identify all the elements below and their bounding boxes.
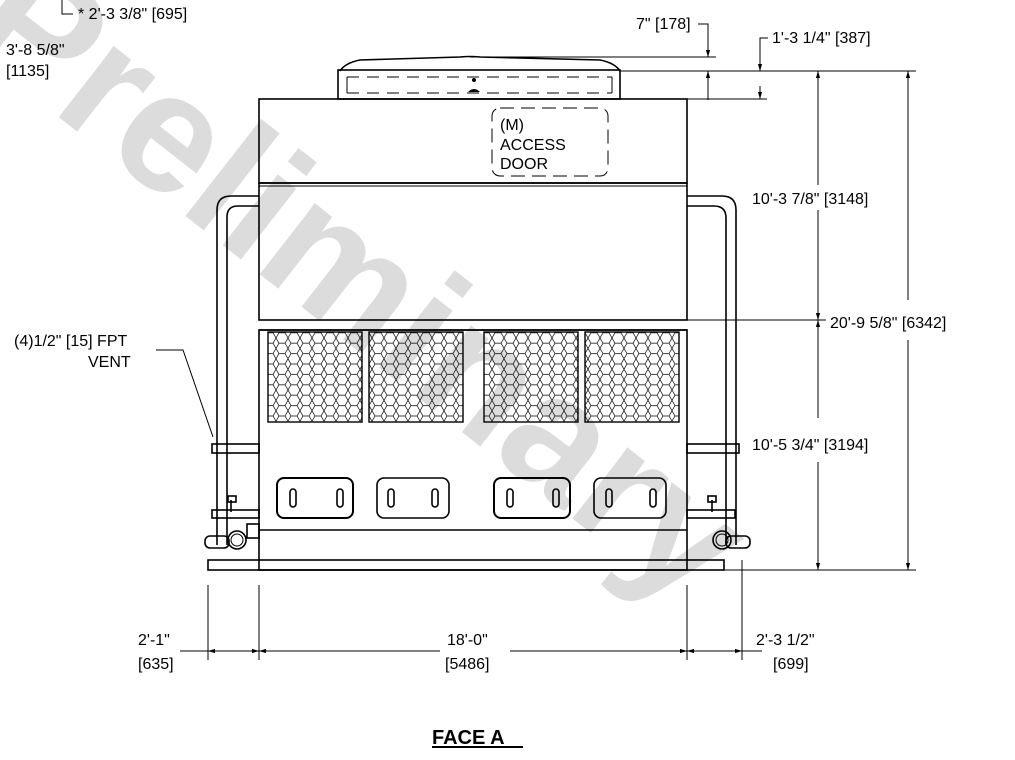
right-piping <box>686 195 751 550</box>
left-piping <box>204 195 260 550</box>
dim-top-left-star: * 2'-3 3/8" [695] <box>78 6 187 23</box>
access-panel-3 <box>493 477 571 519</box>
dim-lower-section: 10'-5 3/4" [3194] <box>752 437 868 454</box>
dim-left-offset: 2'-1" <box>138 632 170 649</box>
dim-1ft3-label: 1'-3 1/4" [387] <box>772 30 871 47</box>
air-inlet-louver-1 <box>267 331 363 423</box>
access-panel-2 <box>376 477 450 519</box>
dim-right-offset-mm: [699] <box>773 656 809 673</box>
dim-bottom-horizontal: 2'-1" [635] 18'-0" [5486] 2'-3 1/2" [699… <box>138 560 815 673</box>
vent-note-line2: VENT <box>88 354 131 371</box>
dim-top-left-height: 3'-8 5/8" <box>6 42 65 59</box>
dim-1ft3: 1'-3 1/4" [387] <box>620 30 916 100</box>
access-door-label-3: DOOR <box>500 156 548 173</box>
access-door-label-2: ACCESS <box>500 137 566 154</box>
access-panel-1 <box>276 477 354 519</box>
dim-width-mm: [5486] <box>445 656 489 673</box>
dim-right-offset: 2'-3 1/2" <box>756 632 815 649</box>
drawing-title: FACE A <box>432 727 523 749</box>
dim-left-offset-mm: [635] <box>138 656 174 673</box>
dim-7in: 7" [178] <box>470 16 716 100</box>
dim-top-left: * 2'-3 3/8" [695] 3'-8 5/8" [1135] <box>6 0 187 80</box>
vent-note-line1: (4)1/2" [15] FPT <box>14 333 128 350</box>
dim-right-vertical: 10'-3 7/8" [3148] 20'-9 5/8" [6342] 10'-… <box>687 71 946 571</box>
air-inlet-louver-3 <box>483 331 579 423</box>
dim-width: 18'-0" <box>447 632 488 649</box>
access-door: (M) ACCESS DOOR <box>491 107 609 177</box>
dim-upper-section: 10'-3 7/8" [3148] <box>752 191 868 208</box>
access-panel-4 <box>593 477 667 519</box>
access-door-label-1: (M) <box>500 117 524 134</box>
dim-top-left-height-mm: [1135] <box>6 63 49 80</box>
vent-note: (4)1/2" [15] FPT VENT <box>14 333 214 438</box>
dim-overall-height: 20'-9 5/8" [6342] <box>830 315 946 332</box>
air-inlet-louver-2 <box>368 331 464 423</box>
dim-7in-label: 7" [178] <box>636 16 691 33</box>
drawing-title-text: FACE A <box>432 727 505 749</box>
air-inlet-louver-4 <box>584 331 680 423</box>
fan-deck <box>337 55 621 100</box>
